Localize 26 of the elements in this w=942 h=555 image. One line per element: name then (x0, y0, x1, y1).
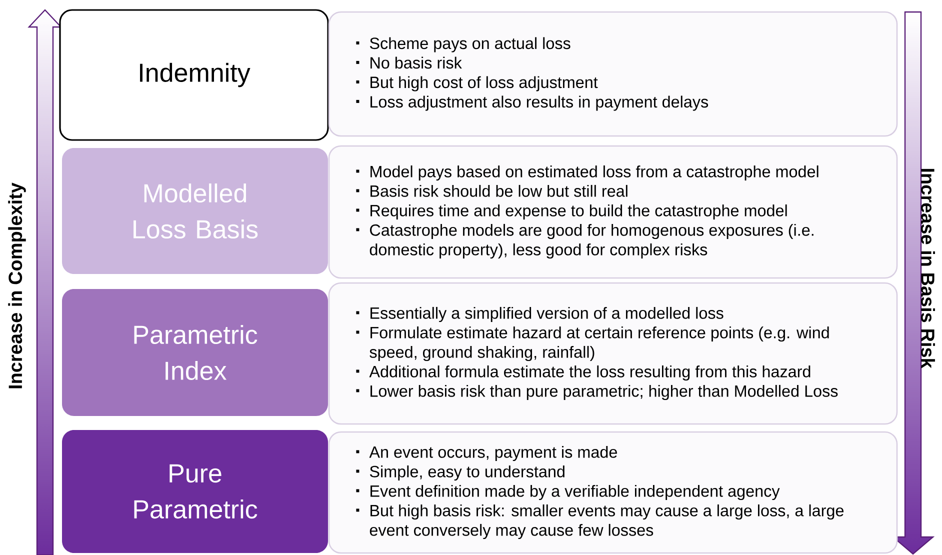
bullet-item: Loss adjustment also results in payment delays (356, 96, 708, 111)
category-box: Parametric Index (62, 289, 328, 416)
category-box: Indemnity (59, 9, 329, 141)
bullet-item: Additional formula estimate the loss resulting from this hazard (356, 365, 810, 381)
description-box (328, 145, 898, 279)
category-box: Modelled Loss Basis (62, 148, 328, 274)
description-box (328, 431, 898, 554)
bullet-item: But high cost of loss adjustment (356, 76, 598, 92)
bullet-item: Basis risk should be low but still real (356, 184, 628, 197)
axis-label: Increase in Basis Risk (921, 168, 935, 368)
axis-label: Increase in Complexity (8, 182, 26, 388)
bullet-item: Requires time and expense to build the catastrophe model (356, 204, 787, 220)
bullet-item: An event occurs, payment is made (356, 446, 617, 462)
bullet-item: Formulate estimate hazard at certain reference points (e.g. wind speed, ground shaking, rainfall) (356, 326, 829, 362)
bullet-item: Lower basis risk than pure parametric; higher than Modelled Loss (356, 384, 838, 400)
bullet-item: No basis risk (356, 56, 462, 69)
category-box: Pure Parametric (62, 430, 328, 553)
bullet-item: But high basis risk: smaller events may cause a large loss, a large event conversely may cause few losses (356, 504, 844, 540)
bullet-item: Essentially a simplified version of a modelled loss (356, 306, 724, 322)
description-box (328, 282, 898, 425)
description-box (328, 11, 898, 137)
bullet-item: Catastrophe models are good for homogenous exposures (i.e. domestic property), less good for complex risks (356, 224, 814, 259)
bullet-item: Model pays based on estimated loss from a catastrophe model (356, 165, 818, 181)
bullet-item: Simple, easy to understand (356, 465, 564, 481)
bullet-item: Event definition made by a verifiable independent agency (356, 484, 780, 500)
bullet-item: Scheme pays on actual loss (356, 37, 570, 52)
